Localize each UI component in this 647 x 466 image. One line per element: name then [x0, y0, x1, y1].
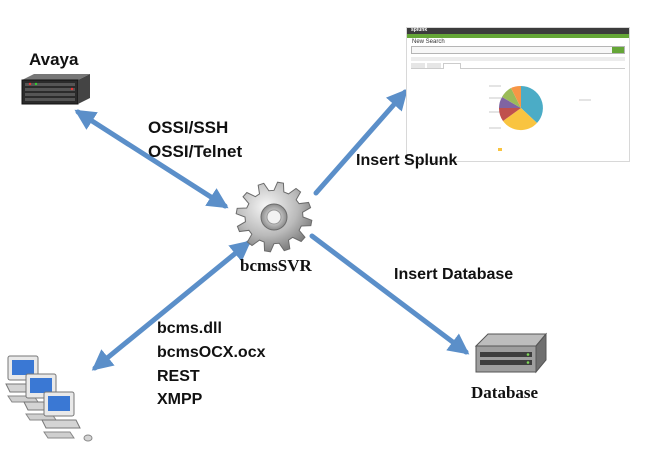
- database-server-icon: [474, 332, 548, 374]
- avaya-protocol-telnet: OSSI/Telnet: [148, 142, 243, 161]
- splunk-pie-chart: [489, 85, 591, 151]
- gear-icon: [235, 181, 313, 253]
- avaya-label: Avaya: [29, 50, 79, 69]
- client-api-ocx: bcmsOCX.ocx: [157, 344, 266, 361]
- pie-slice: [511, 85, 521, 108]
- pie-slice: [502, 88, 521, 108]
- pie-slice: [499, 97, 521, 108]
- computer-icon: [41, 391, 93, 442]
- server-label: bcmsSVR: [240, 256, 312, 275]
- splunk-logo: splunk: [411, 27, 428, 33]
- client-api-rest: REST: [157, 368, 200, 385]
- pie-slice: [503, 108, 537, 131]
- insert-splunk-label: Insert Splunk: [356, 152, 458, 169]
- splunk-link-arrow: [313, 88, 408, 196]
- avaya-link-arrow: [74, 109, 229, 209]
- client-api-xmpp: XMPP: [157, 391, 203, 408]
- client-computers-icon: [5, 355, 93, 442]
- clients-link-arrow: [91, 240, 252, 371]
- client-api-dll: bcms.dll: [157, 320, 222, 337]
- pie-slice: [521, 86, 543, 123]
- splunk-search-bar: [411, 46, 625, 54]
- database-label: Database: [471, 383, 539, 402]
- avaya-server-icon: [21, 74, 90, 105]
- pie-slice: [498, 108, 521, 121]
- splunk-search-title: New Search: [412, 39, 445, 45]
- splunk-screenshot: splunk New Search: [406, 27, 630, 162]
- insert-database-label: Insert Database: [394, 266, 514, 283]
- avaya-protocol-ssh: OSSI/SSH: [148, 118, 229, 137]
- database-link-arrow: [309, 233, 470, 355]
